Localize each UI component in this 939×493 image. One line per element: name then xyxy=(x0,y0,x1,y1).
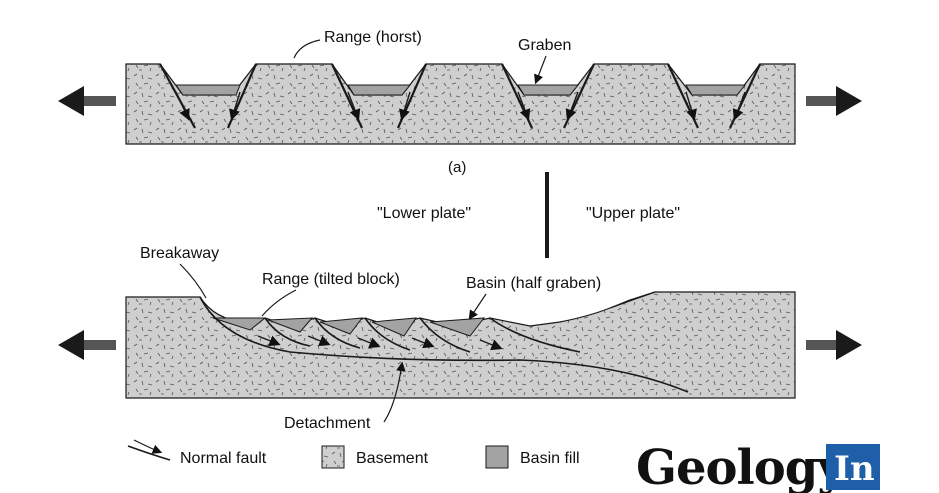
bottom-basin-fills xyxy=(212,317,486,337)
top-extension-arrow-left xyxy=(58,86,116,116)
legend-normal-fault: Normal fault xyxy=(127,439,267,467)
bottom-basement xyxy=(125,291,796,399)
label-range-horst: Range (horst) xyxy=(324,29,422,46)
caption-a: (a) xyxy=(448,159,466,176)
label-detachment: Detachment xyxy=(284,415,371,432)
leader-breakaway xyxy=(179,263,207,299)
label-range-tilted: Range (tilted block) xyxy=(262,271,400,288)
top-slip-arrows xyxy=(175,91,746,121)
legend-label-basin-fill: Basin fill xyxy=(520,450,580,467)
upper-plate-scarp xyxy=(609,291,656,309)
bottom-extension-arrow-right xyxy=(806,330,862,360)
top-basin-fills xyxy=(175,84,747,96)
tilted-block-section: Breakaway Range (tilted block) Basin (ha… xyxy=(58,245,862,432)
geology-in-logo: Geology In xyxy=(636,440,880,493)
label-graben: Graben xyxy=(518,37,571,54)
label-upper-plate: "Upper plate" xyxy=(586,205,680,222)
top-basement xyxy=(125,63,796,145)
detachment-faults xyxy=(199,296,689,393)
basin-fill-swatch xyxy=(485,445,509,469)
leader-graben xyxy=(534,55,547,85)
normal-fault-icon xyxy=(127,445,171,461)
label-breakaway: Breakaway xyxy=(140,245,219,262)
logo-badge-text: In xyxy=(834,449,875,489)
leader-detachment xyxy=(383,361,406,423)
top-extension-arrow-right xyxy=(806,86,862,116)
legend: Normal fault Basement Basin fill xyxy=(127,439,580,469)
leader-range-horst xyxy=(293,39,321,59)
label-basin: Basin (half graben) xyxy=(466,275,601,292)
legend-label-basement: Basement xyxy=(356,450,429,467)
horst-graben-section: Range (horst) Graben (a) xyxy=(58,29,862,176)
legend-basement: Basement xyxy=(321,445,429,469)
logo-text: Geology xyxy=(636,440,847,493)
legend-basin-fill: Basin fill xyxy=(485,445,580,469)
legend-label-normal-fault: Normal fault xyxy=(180,450,267,467)
leader-range-tilted xyxy=(261,289,297,317)
plate-divider xyxy=(545,172,549,258)
basement-swatch xyxy=(321,445,345,469)
bottom-slip-arrows xyxy=(257,335,503,351)
logo-badge xyxy=(826,444,880,490)
label-lower-plate: "Lower plate" xyxy=(377,205,471,222)
leader-basin xyxy=(468,293,487,320)
plate-labels: "Lower plate" "Upper plate" xyxy=(377,172,680,258)
bottom-extension-arrow-left xyxy=(58,330,116,360)
